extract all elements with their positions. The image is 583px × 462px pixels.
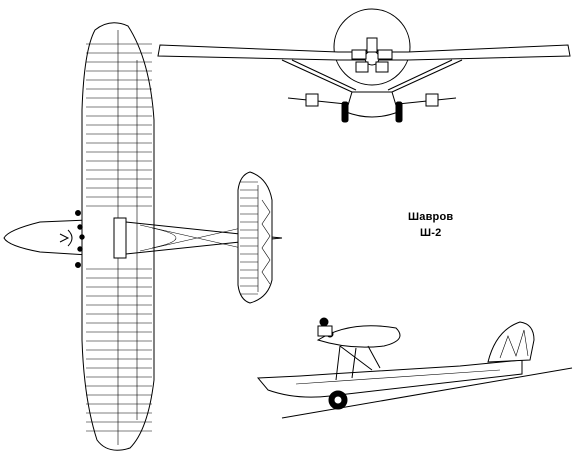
front-float-right xyxy=(425,93,439,107)
plan-center-section xyxy=(113,217,127,259)
side-ground-line xyxy=(281,367,573,419)
side-fin xyxy=(487,321,535,363)
front-engine xyxy=(351,37,393,73)
side-view xyxy=(256,317,573,419)
model-caption: Ш-2 xyxy=(420,227,442,239)
front-wheel-right xyxy=(395,101,403,123)
side-wheel-hub xyxy=(333,395,343,405)
side-engine xyxy=(317,317,334,338)
front-hull xyxy=(345,91,399,118)
designer-caption: Шавров xyxy=(408,211,454,223)
plan-elevator-bracing xyxy=(261,199,271,285)
plan-view xyxy=(3,22,283,451)
front-wheel-left xyxy=(341,101,349,123)
plan-tail-ribs xyxy=(240,181,258,295)
side-wing xyxy=(316,325,401,348)
side-hull-chine xyxy=(295,369,501,385)
side-fin-bracing xyxy=(499,329,529,359)
front-struts xyxy=(281,59,463,93)
plan-boom-detail xyxy=(151,227,177,249)
plan-tailplane xyxy=(237,171,273,304)
plan-fuselage-nose xyxy=(3,219,89,256)
front-float-left xyxy=(305,93,319,107)
side-struts xyxy=(335,345,381,381)
side-hull xyxy=(256,359,523,398)
front-view xyxy=(157,8,571,123)
plan-engine xyxy=(59,210,85,268)
plan-wing-ribs xyxy=(86,43,152,432)
front-propeller-disc xyxy=(333,8,411,86)
